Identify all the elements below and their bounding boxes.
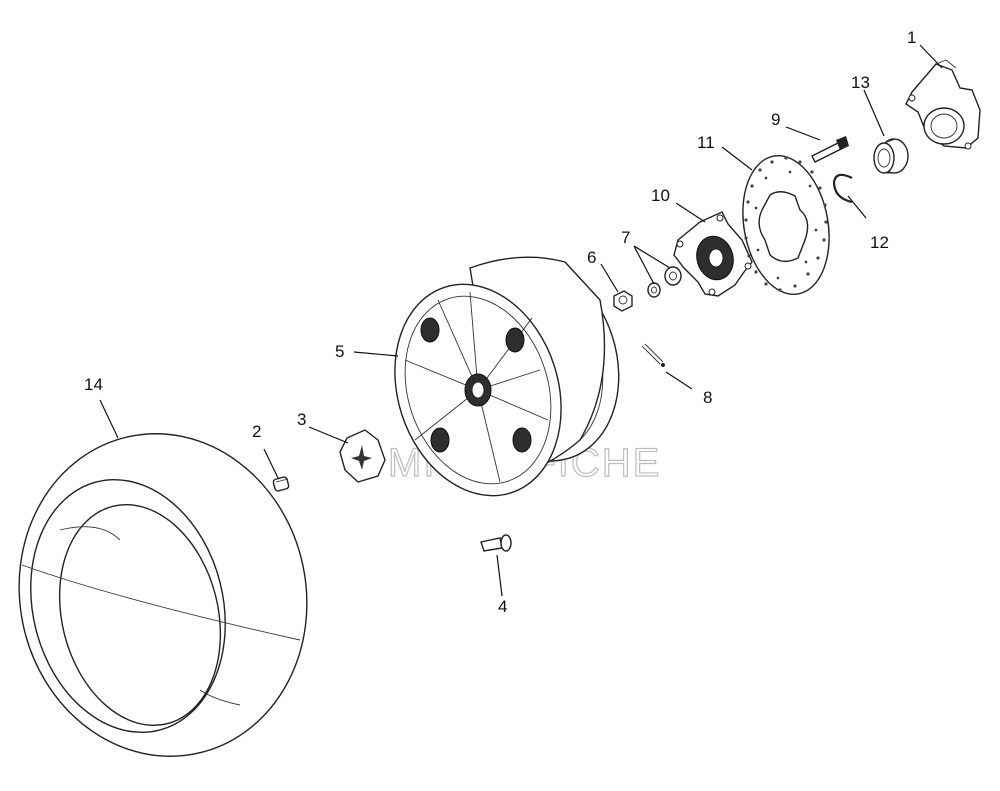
part-label-2: 2 xyxy=(252,422,261,441)
part-label-10: 10 xyxy=(651,186,670,205)
part-label-6: 6 xyxy=(587,248,596,267)
hub-stud xyxy=(811,136,849,163)
part-label-4: 4 xyxy=(498,597,507,616)
steering-knuckle xyxy=(905,59,981,150)
part-label-11: 11 xyxy=(697,133,715,152)
part-label-7: 7 xyxy=(621,228,630,247)
part-label-1: 1 xyxy=(907,28,916,47)
brake-disc xyxy=(742,154,830,296)
part-labels: 1 13 9 11 10 7 6 12 5 8 3 2 4 14 xyxy=(84,28,916,616)
part-label-3: 3 xyxy=(297,410,306,429)
part-label-5: 5 xyxy=(335,342,344,361)
part-label-13: 13 xyxy=(851,73,870,92)
cotter-pin xyxy=(641,343,665,367)
lug-bolt xyxy=(480,534,512,552)
retaining-ring xyxy=(832,173,853,204)
wheel-rim xyxy=(394,256,620,497)
valve-stem xyxy=(272,476,290,492)
part-label-8: 8 xyxy=(703,388,712,407)
part-label-14: 14 xyxy=(84,375,103,394)
part-label-9: 9 xyxy=(771,110,780,129)
center-cap xyxy=(339,429,386,483)
tire xyxy=(18,433,308,757)
wheel-hub xyxy=(673,211,753,297)
leader-lines xyxy=(99,44,943,597)
washers xyxy=(647,266,682,298)
castle-nut xyxy=(613,290,633,312)
wheel-bearing xyxy=(873,138,909,174)
part-label-12: 12 xyxy=(870,233,889,252)
